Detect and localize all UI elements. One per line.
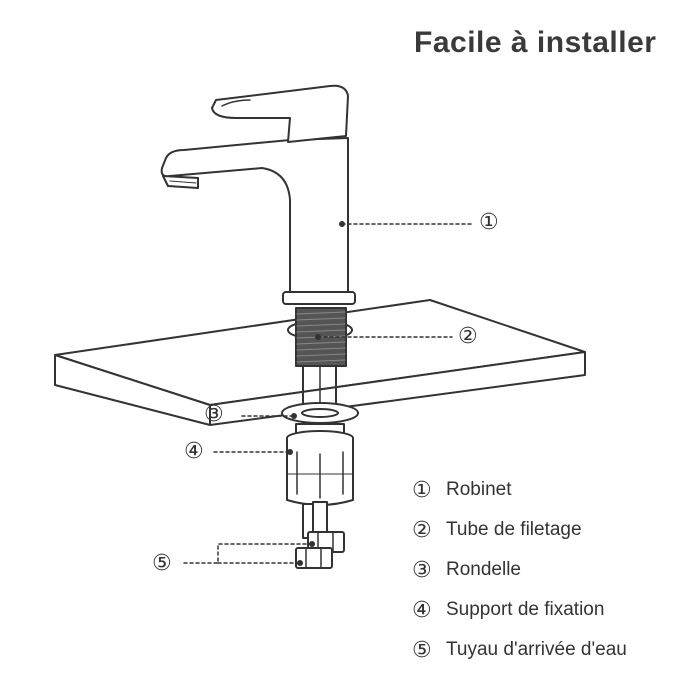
callout-3: ③ — [204, 401, 224, 426]
page-title: Facile à installer — [414, 26, 657, 59]
legend-number: ④ — [412, 597, 432, 622]
water-inlet-hoses — [295, 501, 345, 569]
callout-4: ④ — [184, 438, 204, 463]
callout-1: ① — [479, 209, 499, 234]
legend-label: Tube de filetage — [446, 519, 582, 540]
leader-dots — [287, 221, 345, 566]
callout-5: ⑤ — [152, 550, 172, 575]
legend: ① Robinet ② Tube de filetage ③ Rondelle … — [412, 470, 627, 670]
legend-item-tuyau-arrivee-eau: ⑤ Tuyau d'arrivée d'eau — [412, 630, 627, 670]
legend-item-robinet: ① Robinet — [412, 470, 627, 510]
legend-number: ① — [412, 477, 432, 502]
faucet-body — [160, 84, 356, 305]
legend-number: ⑤ — [412, 637, 432, 662]
legend-number: ② — [412, 517, 432, 542]
legend-label: Tuyau d'arrivée d'eau — [446, 639, 627, 660]
washer — [281, 402, 359, 424]
leader-lines — [182, 223, 473, 564]
legend-item-rondelle: ③ Rondelle — [412, 550, 627, 590]
legend-label: Robinet — [446, 479, 512, 500]
mounting-support — [286, 430, 354, 506]
legend-number: ③ — [412, 557, 432, 582]
legend-item-tube-de-filetage: ② Tube de filetage — [412, 510, 627, 550]
legend-label: Support de fixation — [446, 599, 605, 620]
legend-label: Rondelle — [446, 559, 521, 580]
legend-item-support-de-fixation: ④ Support de fixation — [412, 590, 627, 630]
callout-2: ② — [458, 323, 478, 348]
